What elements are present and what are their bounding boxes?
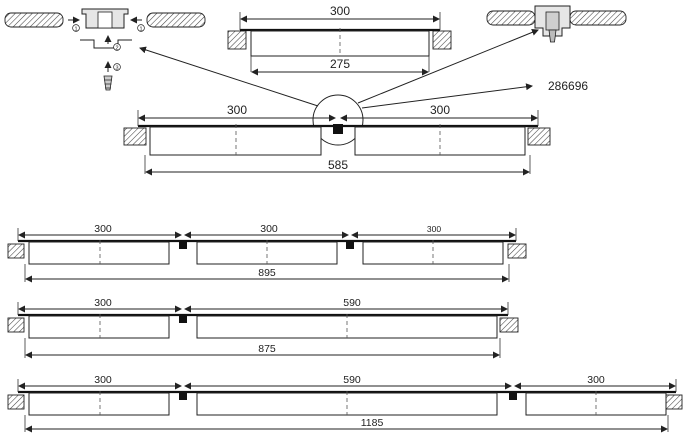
wall-left <box>227 30 247 50</box>
screw-icon <box>103 75 113 91</box>
clamp-assembled-detail <box>486 5 627 43</box>
width-label-c: 300 <box>587 374 605 386</box>
clamp-icon <box>179 240 187 249</box>
width-label-a: 300 <box>94 374 112 386</box>
right-shelf-piece <box>146 12 206 28</box>
width-label-b: 300 <box>260 223 278 235</box>
callout-1-right: 1 <box>139 26 142 32</box>
left-width-label: 300 <box>227 103 247 117</box>
clamp-icon <box>179 391 187 400</box>
leader-lines: 286696 <box>139 29 588 146</box>
wall-right <box>432 30 452 50</box>
double-unit-row: 300 590 875 <box>7 297 519 359</box>
overall-width-label: 300 <box>330 4 350 18</box>
triple-unit-row: 300 300 300 895 <box>7 223 527 283</box>
inner-width-label: 275 <box>330 57 350 71</box>
clamp-icon <box>346 240 354 249</box>
clamp-icon <box>333 124 343 134</box>
part-number-label: 286696 <box>548 79 588 93</box>
width-label-c: 300 <box>427 224 441 234</box>
overall-width-label: 1185 <box>361 417 384 429</box>
width-label-a: 300 <box>94 297 112 309</box>
clamp-icon <box>509 391 517 400</box>
width-label-a: 300 <box>94 223 112 235</box>
clamp-exploded-detail: 1 2 3 1 <box>4 8 206 91</box>
double-unit-drawing: 300 300 585 <box>123 103 551 176</box>
width-label-b: 590 <box>343 297 361 309</box>
clamp-bracket-bottom <box>80 39 132 49</box>
overall-width-label: 585 <box>328 158 348 172</box>
single-unit-drawing: 300 275 <box>227 4 452 76</box>
callout-3: 3 <box>115 65 118 71</box>
callout-1-left: 1 <box>74 26 77 32</box>
triple-wide-unit-row: 300 590 300 1185 <box>7 374 683 433</box>
right-width-label: 300 <box>430 103 450 117</box>
overall-width-label: 895 <box>258 267 276 279</box>
callout-2: 2 <box>115 45 118 51</box>
clamp-icon <box>179 314 187 323</box>
left-shelf-piece <box>4 12 64 28</box>
width-label-b: 590 <box>343 374 361 386</box>
overall-width-label: 875 <box>258 343 276 355</box>
